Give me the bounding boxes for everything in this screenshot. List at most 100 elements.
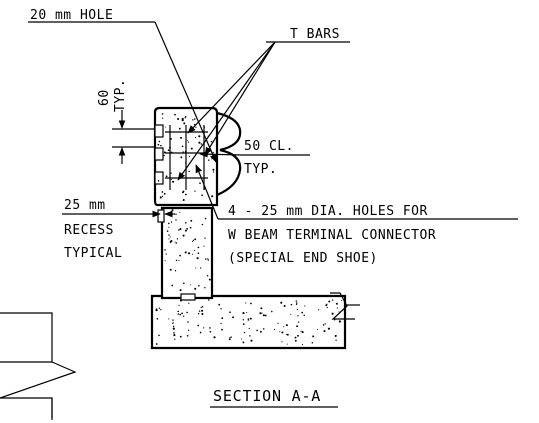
stipple-dot: [169, 146, 171, 149]
stipple-dot: [200, 306, 202, 309]
dim-60: 60 TYP.: [97, 79, 155, 164]
stipple-dot: [312, 335, 315, 338]
stipple-dot: [184, 251, 187, 254]
adjacent-section: [0, 312, 77, 420]
stipple-dot: [334, 334, 337, 337]
stipple-dot: [181, 312, 183, 315]
stipple-dot: [170, 221, 173, 223]
stipple-dot: [164, 260, 166, 262]
stipple-dot: [221, 328, 223, 331]
recess-typical-label: TYPICAL: [64, 246, 122, 261]
stipple-dot: [331, 312, 334, 315]
stipple-dot: [177, 310, 179, 313]
stipple-dot: [184, 162, 187, 164]
stipple-dot: [204, 217, 207, 220]
stipple-dot: [220, 308, 222, 310]
stipple-dot: [249, 317, 252, 320]
stipple-dot: [197, 324, 200, 327]
stipple-dot: [192, 253, 194, 255]
stipple-dot: [249, 335, 251, 337]
stipple-dot: [187, 252, 191, 255]
stipple-dot: [161, 191, 164, 193]
stipple-dot: [199, 169, 201, 172]
stipple-dot: [169, 137, 172, 140]
stipple-dot: [201, 223, 204, 226]
stipple-dot: [281, 331, 284, 334]
stipple-dot: [209, 330, 212, 333]
stipple-dot: [273, 328, 276, 331]
stipple-dot: [301, 311, 304, 314]
stipple-dot: [211, 195, 214, 198]
stipple-dot: [204, 237, 206, 239]
stipple-dot: [190, 284, 192, 286]
hole-label: 20 mm HOLE: [30, 8, 113, 23]
stipple-dot: [161, 195, 164, 197]
stipple-dot: [229, 337, 231, 339]
stipple-dot: [170, 179, 172, 181]
stipple-dot: [250, 302, 252, 305]
stipple-dot: [186, 311, 188, 314]
stipple-dot: [192, 119, 194, 121]
stipple-dot: [304, 305, 306, 307]
stipple-dot: [183, 315, 185, 317]
w-beam-profile: [216, 111, 242, 197]
stipple-dot: [163, 151, 166, 154]
stipple-dot: [168, 226, 170, 228]
stipple-dot: [280, 301, 283, 304]
stipple-dot: [172, 327, 175, 330]
stipple-dot: [177, 313, 180, 315]
stipple-dot: [170, 151, 173, 154]
stipple-dot: [179, 313, 181, 316]
stipple-dot: [179, 211, 181, 213]
stipple-dot: [259, 330, 262, 333]
stipple-dot: [200, 143, 203, 145]
stipple-dot: [194, 238, 197, 241]
stipple-dot: [186, 334, 189, 337]
stipple-dot: [283, 304, 286, 308]
stipple-dot: [156, 317, 159, 320]
stipple-dot: [294, 336, 297, 339]
stipple-dot: [198, 141, 201, 144]
stipple-dot: [201, 312, 204, 316]
stipple-dot: [155, 309, 158, 312]
stipple-dot: [178, 229, 180, 231]
stipple-dot: [194, 190, 196, 192]
stipple-dot: [198, 310, 201, 312]
stipple-dot: [181, 145, 184, 148]
stipple-dot: [203, 245, 205, 247]
stipple-dot: [183, 122, 186, 125]
stipple-dot: [184, 117, 187, 119]
stipple-dot: [325, 304, 328, 307]
stipple-dot: [167, 149, 170, 152]
stipple-dot: [190, 219, 193, 222]
stipple-dot: [301, 331, 304, 334]
stipple-dot: [158, 307, 161, 309]
stipple-dot: [338, 311, 340, 313]
base-slab: [150, 292, 360, 350]
holes-line1: 4 - 25 mm DIA. HOLES FOR: [228, 204, 428, 219]
stipple-dot: [166, 230, 169, 232]
stipple-dot: [286, 343, 288, 345]
dim-60-label: 60: [97, 89, 112, 106]
stipple-dot: [174, 270, 177, 272]
stipple-dot: [171, 209, 174, 212]
stipple-dot: [197, 252, 200, 255]
stipple-dot: [168, 234, 170, 236]
stipple-dot: [285, 333, 287, 336]
stipple-dot: [179, 228, 182, 230]
holes-callout: 4 - 25 mm DIA. HOLES FOR W BEAM TERMINAL…: [195, 164, 518, 266]
stipple-dot: [317, 328, 319, 330]
stipple-dot: [173, 332, 175, 334]
stipple-dot: [294, 339, 297, 342]
stipple-dot: [168, 318, 170, 320]
stipple-dot: [297, 321, 300, 323]
stipple-dot: [210, 140, 213, 143]
stipple-dot: [179, 299, 182, 302]
stipple-dot: [175, 219, 177, 221]
stipple-dot: [262, 328, 265, 330]
stipple-dot: [188, 141, 190, 143]
t-bars-label: T BARS: [290, 27, 340, 42]
stipple-dot: [211, 158, 213, 160]
stipple-dot: [165, 253, 167, 255]
stipple-dot: [191, 240, 194, 243]
